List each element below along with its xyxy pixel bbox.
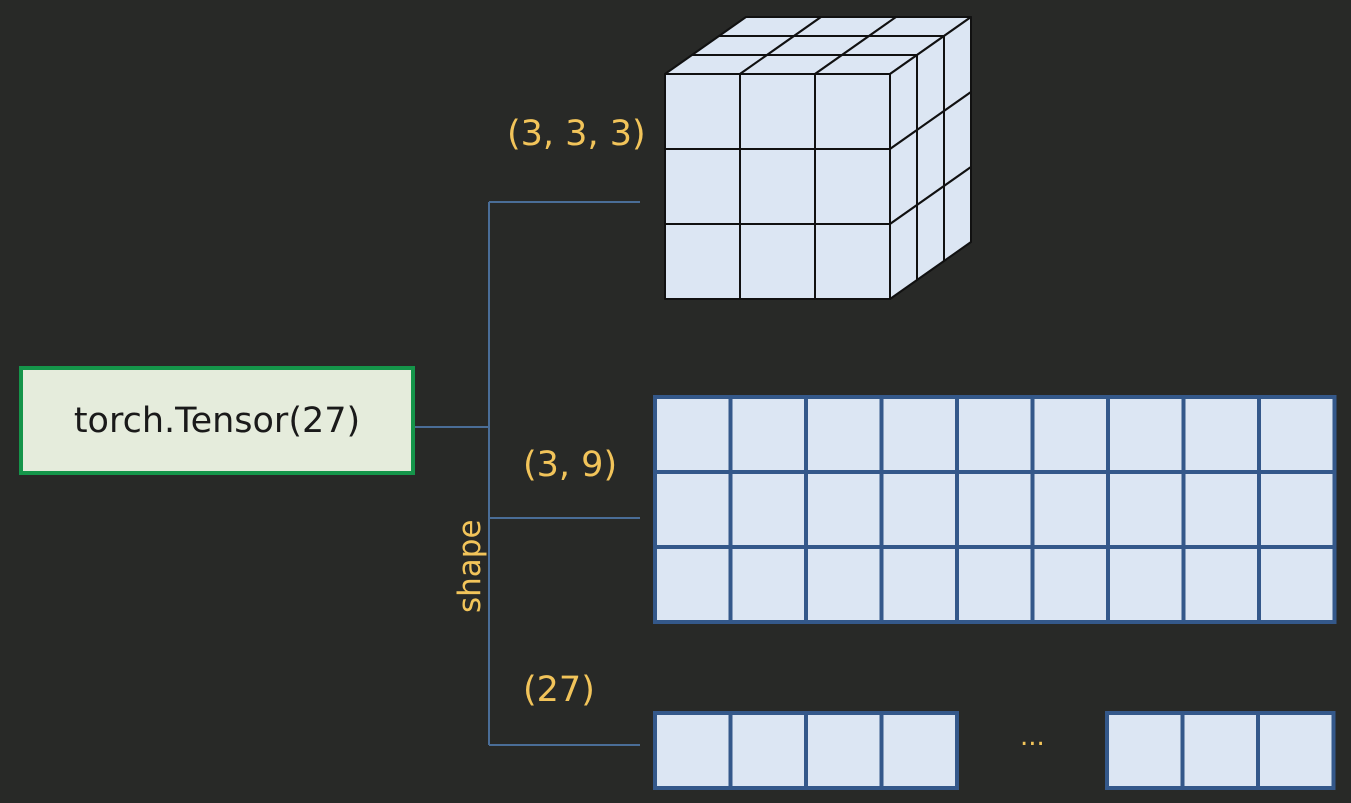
grid-cell [879, 470, 959, 549]
cube-front-cell [814, 223, 891, 300]
row-cell-left [879, 711, 959, 790]
grid-cell [1181, 470, 1261, 549]
grid-cell [955, 395, 1035, 474]
cube-front-cell [664, 73, 741, 150]
grid-3x9 [653, 395, 1337, 624]
cube-front-cell [664, 148, 741, 225]
grid-cell [728, 545, 808, 624]
tensor-box: torch.Tensor(27) [19, 366, 415, 475]
grid-cell [1257, 395, 1337, 474]
grid-cell [1030, 545, 1110, 624]
connector-lines [411, 201, 640, 746]
grid-cell [804, 545, 884, 624]
shape-axis-label: shape [452, 519, 488, 613]
grid-cell [1181, 545, 1261, 624]
grid-cell [1106, 545, 1186, 624]
shape-label-3d: (3, 3, 3) [507, 114, 646, 154]
row-cell-right [1105, 711, 1185, 790]
cube-front-cell [739, 73, 816, 150]
grid-cell [804, 470, 884, 549]
cube-front-cell [664, 223, 741, 300]
grid-cell [728, 395, 808, 474]
grid-cell [1257, 470, 1337, 549]
grid-cell [955, 545, 1035, 624]
row-cell-right [1256, 711, 1336, 790]
tensor-box-label: torch.Tensor(27) [73, 400, 361, 441]
cube-front-cell [814, 73, 891, 150]
cube-front-cell [739, 148, 816, 225]
grid-cell [1106, 395, 1186, 474]
grid-cell [1257, 545, 1337, 624]
cube-right-cell [943, 166, 972, 262]
row-cell-left [804, 711, 884, 790]
grid-cell [653, 545, 733, 624]
grid-cell [879, 395, 959, 474]
row-27 [653, 711, 1336, 790]
grid-cell [1030, 470, 1110, 549]
cube-front-cell [739, 223, 816, 300]
shape-label-2d: (3, 9) [523, 445, 618, 485]
grid-cell [804, 395, 884, 474]
cube-front-cell [814, 148, 891, 225]
row-cell-left [728, 711, 808, 790]
grid-cell [879, 545, 959, 624]
grid-cell [955, 470, 1035, 549]
row-cell-right [1180, 711, 1260, 790]
shape-label-1d: (27) [523, 670, 595, 710]
cube-3x3x3 [664, 16, 972, 300]
row-cell-left [653, 711, 733, 790]
grid-cell [728, 470, 808, 549]
grid-cell [1030, 395, 1110, 474]
grid-cell [653, 470, 733, 549]
grid-cell [1106, 470, 1186, 549]
ellipsis: ... [1020, 722, 1045, 752]
grid-cell [653, 395, 733, 474]
grid-cell [1181, 395, 1261, 474]
